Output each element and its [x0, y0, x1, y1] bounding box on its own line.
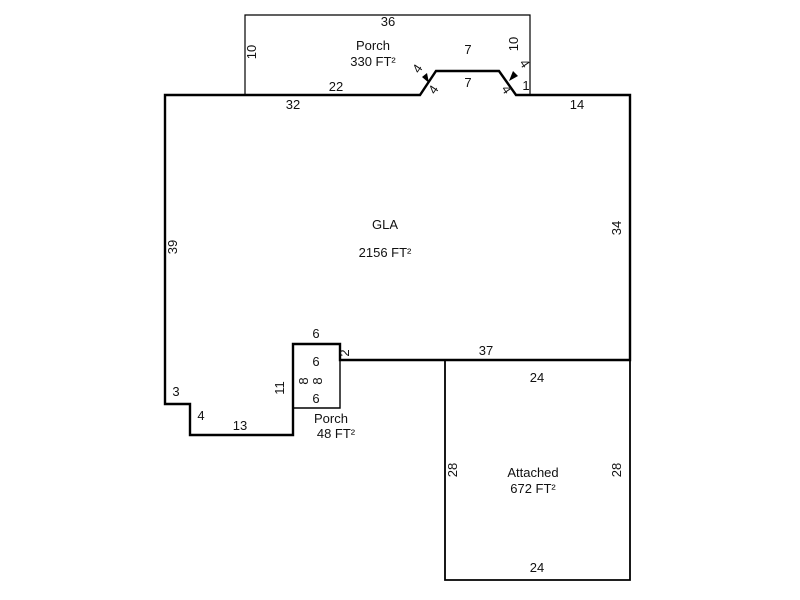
- dim-porch-bottom: 22: [329, 79, 343, 94]
- dim-gla-step-across: 3: [172, 384, 179, 399]
- dim-gla-porch-side: 11: [272, 381, 287, 395]
- dim-small-porch-bottom: 6: [312, 391, 319, 406]
- top-porch-name: Porch: [356, 38, 390, 53]
- dim-gla-left: 39: [165, 240, 180, 254]
- dim-small-porch-right: 8: [310, 377, 325, 384]
- dim-small-porch-top: 6: [312, 354, 319, 369]
- dim-gla-step-down: 4: [197, 408, 204, 423]
- dim-gla-bay-left: 4: [425, 82, 441, 96]
- dim-garage-bottom: 24: [530, 560, 544, 575]
- dim-gla-bay-right: 4: [498, 82, 514, 96]
- dim-gla-bottom-left: 13: [233, 418, 247, 433]
- dim-gla-notch-across: 6: [312, 326, 319, 341]
- dim-garage-left: 28: [445, 463, 460, 477]
- dim-arrow-left-icon: [422, 73, 429, 83]
- dim-gla-bay-top: 7: [464, 75, 471, 90]
- dim-porch-bay-top: 7: [464, 42, 471, 57]
- gla-area: 2156 FT²: [359, 245, 412, 260]
- dim-garage-right: 28: [609, 463, 624, 477]
- gla-name: GLA: [372, 217, 398, 232]
- dim-porch-left: 10: [244, 45, 259, 59]
- garage-name: Attached: [507, 465, 558, 480]
- dim-porch-right: 10: [506, 37, 521, 51]
- dim-gla-top-left: 32: [286, 97, 300, 112]
- small-porch-outline: [292, 343, 341, 409]
- small-porch-area: 48 FT²: [317, 426, 356, 441]
- dim-gla-notch-up: 2: [337, 349, 352, 356]
- dim-gla-top-right: 14: [570, 97, 584, 112]
- dim-porch-bottom-right: 1: [522, 78, 529, 93]
- dim-gla-right: 34: [609, 221, 624, 235]
- dim-porch-top: 36: [381, 14, 395, 29]
- dim-garage-top: 24: [530, 370, 544, 385]
- dim-porch-bay-left: 4: [409, 61, 425, 75]
- dim-arrow-right-icon: [509, 71, 518, 81]
- small-porch-name: Porch: [314, 411, 348, 426]
- dim-gla-bottom: 37: [479, 343, 493, 358]
- dim-small-porch-left: 8: [296, 377, 311, 384]
- garage-outline: [444, 359, 631, 581]
- top-porch-area: 330 FT²: [350, 54, 396, 69]
- garage-area: 672 FT²: [510, 481, 556, 496]
